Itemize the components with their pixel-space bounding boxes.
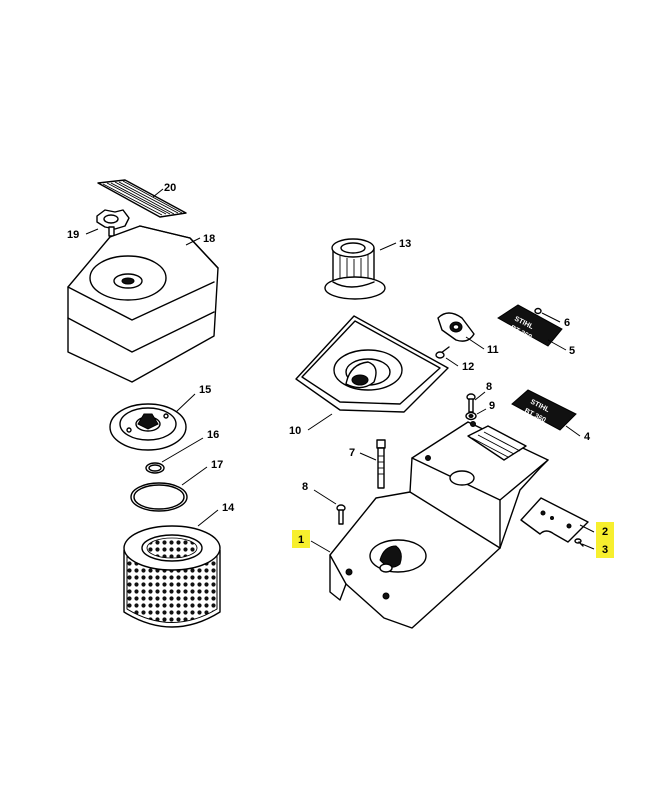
callout-8-lower-label: 8: [302, 481, 308, 493]
part-17-large-o-ring: [130, 482, 188, 512]
callout-5-label: 5: [569, 345, 575, 357]
part-16-small-o-ring: [145, 462, 165, 474]
callout-15-label: 15: [199, 384, 211, 396]
callout-17-label: 17: [211, 459, 223, 471]
callout-4-label: 4: [584, 431, 591, 443]
callout-14-label: 14: [222, 502, 235, 514]
callout-labels: 1 2 3 4 5 6 7 8 8 9 10 11 12 13 14 15 16…: [67, 182, 614, 558]
part-2-bracket: [520, 497, 589, 543]
part-7-stud: [376, 439, 386, 489]
part-19-knob: [96, 209, 130, 237]
callout-11-label: 11: [487, 344, 499, 356]
part-20-grille: [97, 179, 187, 218]
part-13-prefilter: [324, 238, 386, 300]
part-8-screw-lower: [336, 504, 346, 525]
callout-9-label: 9: [489, 400, 495, 412]
callout-19-label: 19: [67, 229, 79, 241]
part-5-decal: STIHL BT 360: [497, 304, 563, 347]
part-4-decal: STIHL BT 360: [511, 389, 577, 431]
part-12-screw: [435, 346, 450, 359]
callout-1: 1: [292, 530, 310, 548]
callout-2-label: 2: [602, 526, 608, 538]
part-3-screw: [574, 538, 584, 547]
part-9-washer: [465, 411, 477, 421]
callout-2: 2: [596, 522, 614, 540]
part-18-filter-cover: [67, 225, 219, 383]
part-15-base-plate: [109, 403, 187, 451]
callout-18-label: 18: [203, 233, 215, 245]
callout-16-label: 16: [207, 429, 219, 441]
callout-10-label: 10: [289, 425, 301, 437]
callout-1-label: 1: [298, 534, 304, 546]
part-6-clip: [534, 307, 542, 315]
part-8-screw-upper: [466, 393, 476, 413]
callout-1-highlight: [292, 530, 310, 548]
callout-8-upper-label: 8: [486, 381, 492, 393]
callout-13-label: 13: [399, 238, 411, 250]
callout-12-label: 12: [462, 361, 474, 373]
leader-lines: [85, 188, 595, 553]
callout-7-label: 7: [349, 447, 355, 459]
part-10-filter-base: [295, 315, 449, 413]
callout-3-highlight: [596, 540, 614, 558]
callout-3-label: 3: [602, 544, 608, 556]
callout-20-label: 20: [164, 182, 176, 194]
part-1-housing: [329, 421, 549, 629]
part-14-filter-element: [123, 525, 221, 628]
callout-3: 3: [596, 540, 614, 558]
callout-6-label: 6: [564, 317, 570, 329]
part-11-flange: [437, 312, 475, 342]
callout-2-highlight: [596, 522, 614, 540]
